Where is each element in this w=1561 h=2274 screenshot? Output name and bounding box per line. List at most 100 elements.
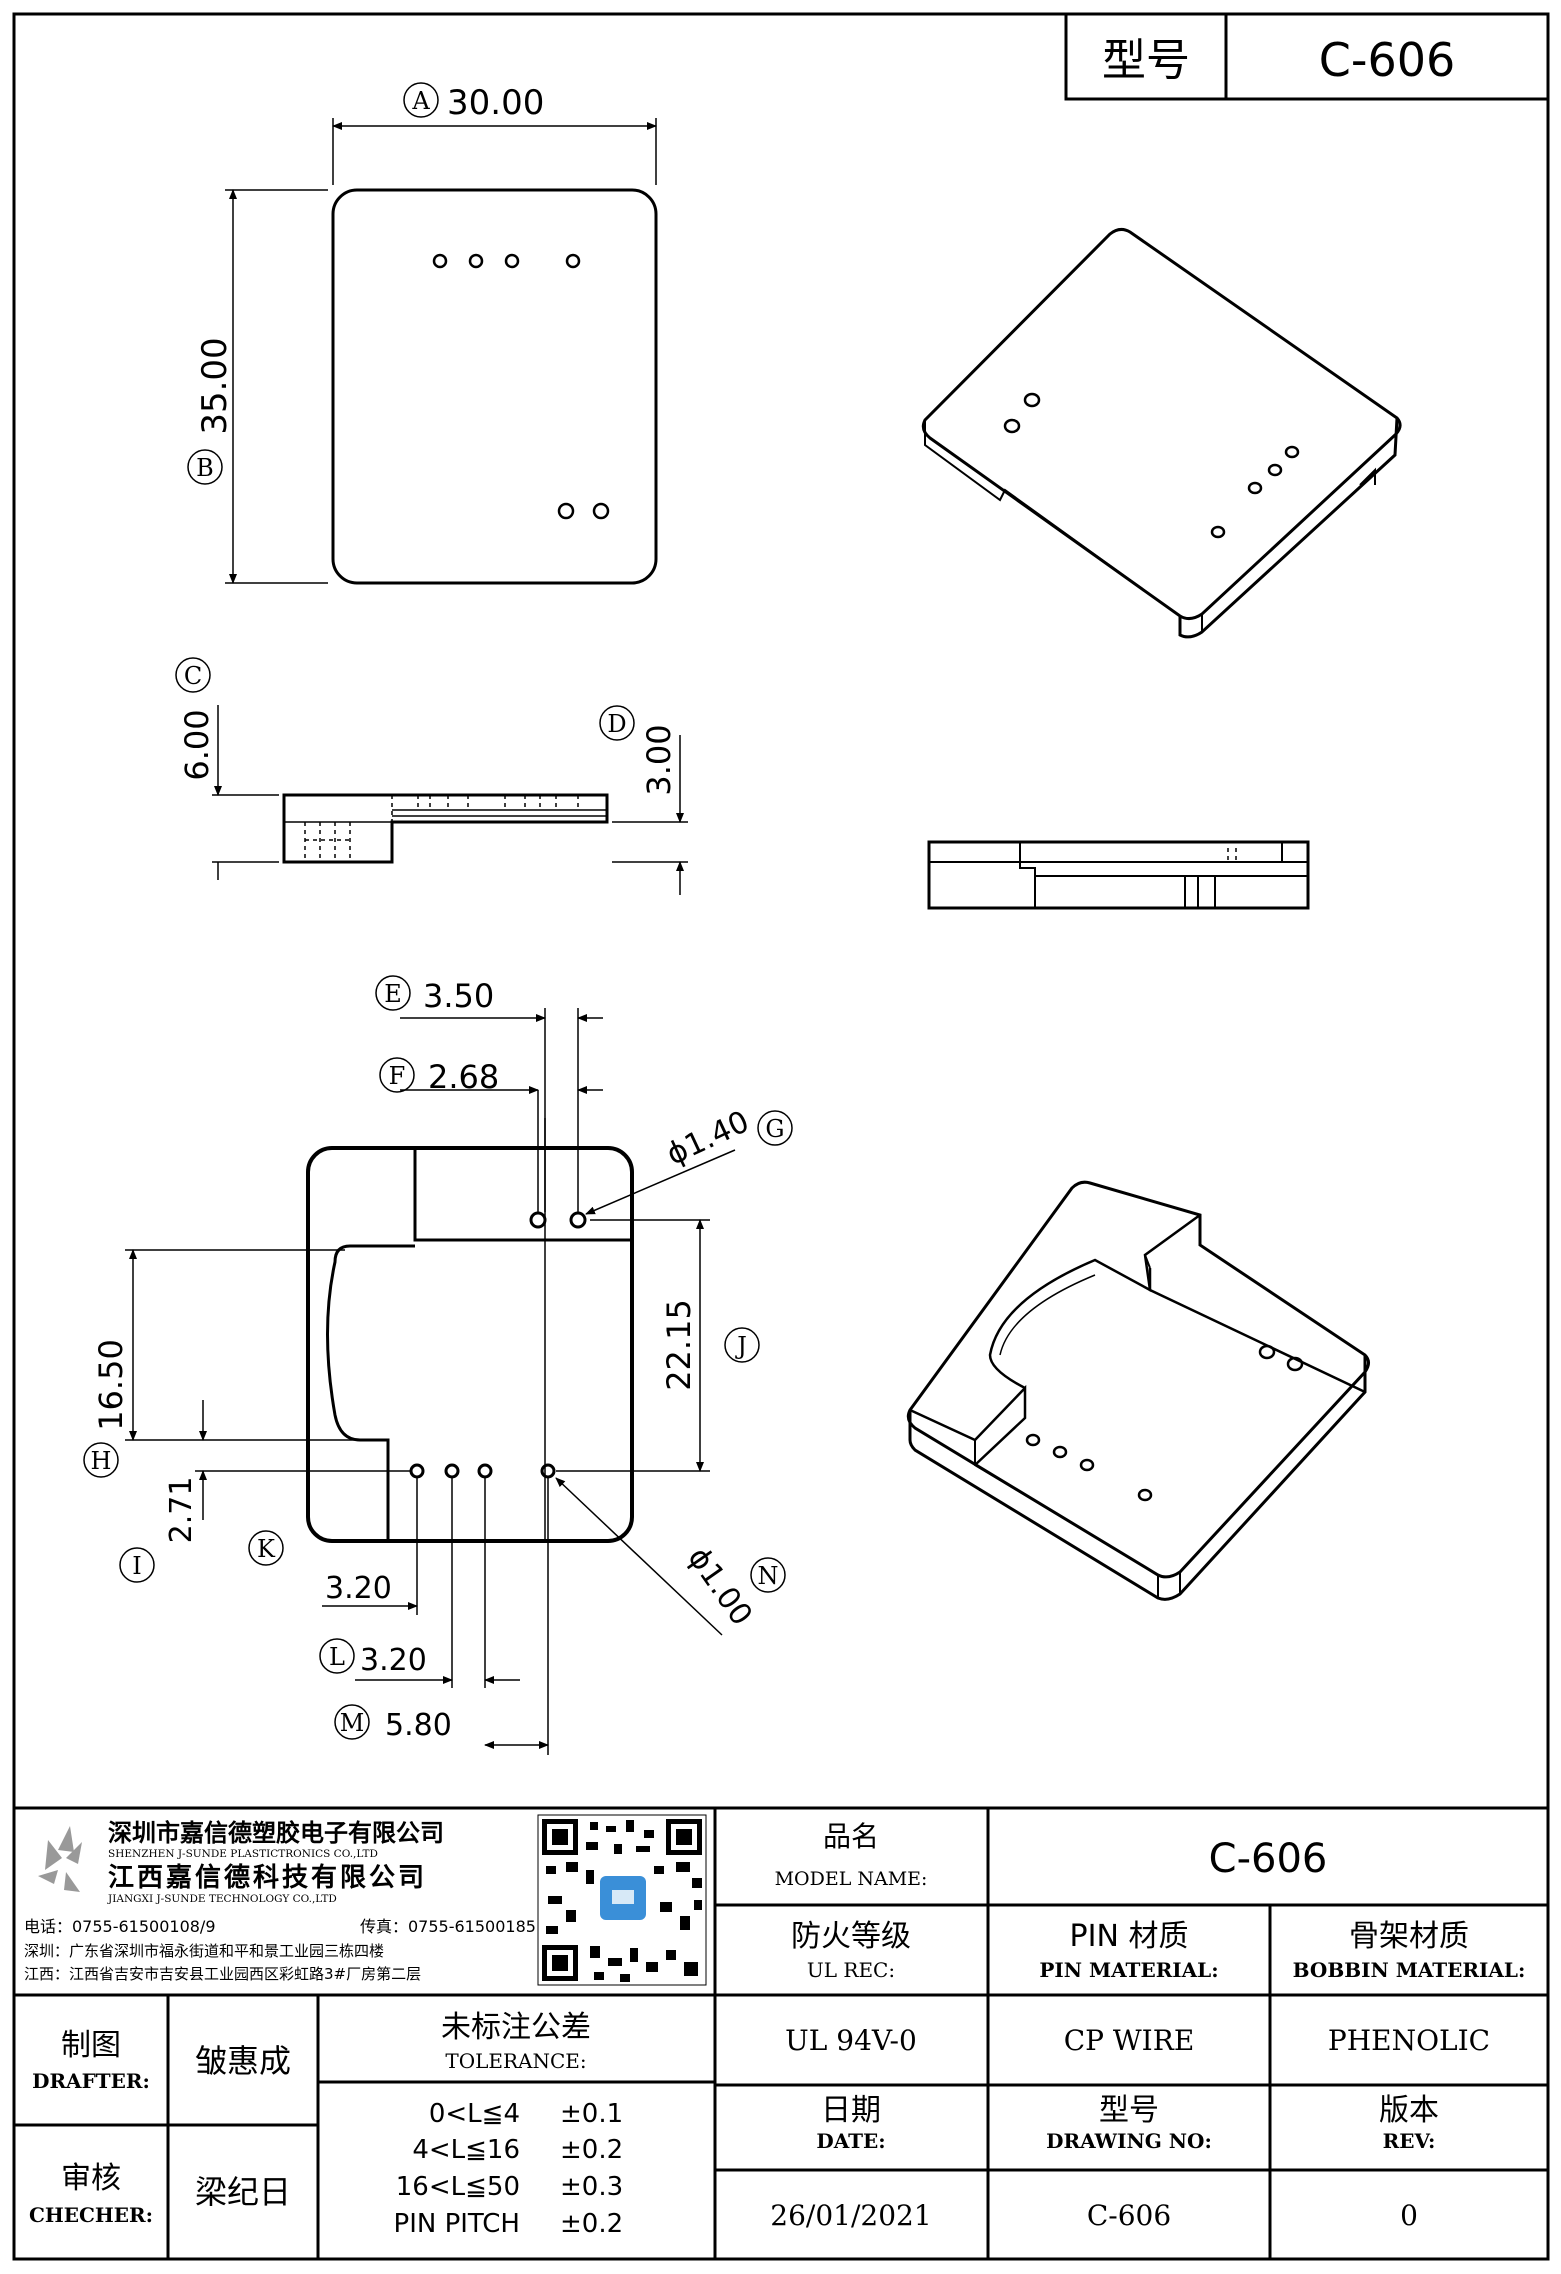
bobbin-value: PHENOLIC xyxy=(1328,2024,1490,2057)
company-fax: 传真：0755-61500185 xyxy=(360,1917,536,1936)
svg-text:3.00: 3.00 xyxy=(640,724,678,795)
side-view xyxy=(212,705,688,895)
iso-view-top xyxy=(921,227,1402,639)
date-label-cn: 日期 xyxy=(821,2093,881,2128)
sheet-border xyxy=(12,12,1550,2261)
dim-b: B 35.00 xyxy=(187,337,235,485)
svg-text:16.50: 16.50 xyxy=(92,1339,130,1431)
tolerance-range: 0<L≦4 xyxy=(429,2099,520,2129)
svg-text:3.20: 3.20 xyxy=(325,1571,392,1606)
svg-text:2.68: 2.68 xyxy=(428,1058,499,1096)
dim-c: C 6.00 xyxy=(175,657,216,781)
drawing-label-cn: 型号 xyxy=(1099,2093,1159,2128)
svg-text:2.71: 2.71 xyxy=(164,1477,199,1544)
dim-n: N ϕ1.00 xyxy=(681,1541,786,1632)
date-value: 26/01/2021 xyxy=(770,2199,931,2232)
model-name-label-en: MODEL NAME: xyxy=(775,1868,928,1890)
dim-m: M 5.80 xyxy=(334,1704,452,1743)
tolerance-range: 4<L≦16 xyxy=(412,2135,520,2165)
svg-text:G: G xyxy=(765,1115,784,1143)
company-logo xyxy=(38,1826,82,1892)
dim-a: A 30.00 xyxy=(403,82,544,123)
svg-text:22.15: 22.15 xyxy=(660,1299,698,1391)
drafter-label-en: DRAFTER: xyxy=(32,2069,150,2093)
dim-h: H 16.50 xyxy=(83,1339,130,1478)
company-name-cn-1: 深圳市嘉信德塑胶电子有限公司 xyxy=(108,1819,444,1847)
dim-e: E 3.50 xyxy=(375,975,494,1015)
tolerance-value: ±0.1 xyxy=(560,2099,623,2129)
ul-value: UL 94V-0 xyxy=(785,2024,917,2057)
qr-code xyxy=(537,1814,707,1986)
dim-i: I 2.71 xyxy=(119,1477,199,1583)
company-address-jx: 江西：江西省吉安市吉安县工业园西区彩虹路3#厂房第二层 xyxy=(24,1965,421,1983)
top-view xyxy=(225,118,658,585)
rev-value: 0 xyxy=(1400,2199,1418,2232)
drafter-name: 皱惠成 xyxy=(195,2042,291,2080)
checker-name: 梁纪日 xyxy=(195,2173,291,2211)
iso-view-bottom xyxy=(906,1180,1370,1601)
company-info: 深圳市嘉信德塑胶电子有限公司 SHENZHEN J-SUNDE PLASTICT… xyxy=(24,1819,536,1983)
svg-text:C: C xyxy=(184,662,202,690)
company-name-en-1: SHENZHEN J-SUNDE PLASTICTRONICS CO.,LTD xyxy=(108,1848,378,1860)
rev-label-cn: 版本 xyxy=(1379,2093,1439,2128)
svg-text:6.00: 6.00 xyxy=(178,709,216,780)
tolerance-table: 0<L≦4 ±0.1 4<L≦16 ±0.2 16<L≦50 ±0.3 PIN … xyxy=(394,2099,624,2239)
svg-text:35.00: 35.00 xyxy=(195,337,235,434)
pin-label-cn: PIN 材质 xyxy=(1070,1919,1189,1954)
tolerance-range: 16<L≦50 xyxy=(396,2172,520,2202)
model-name-value: C-606 xyxy=(1209,1836,1328,1882)
header-model-box: 型号 C-606 xyxy=(1064,12,1550,101)
drawing-value: C-606 xyxy=(1087,2199,1171,2232)
dim-k: K 3.20 xyxy=(248,1530,392,1606)
drafter-label-cn: 制图 xyxy=(61,2028,121,2063)
tolerance-value: ±0.3 xyxy=(560,2172,623,2202)
svg-text:3.20: 3.20 xyxy=(360,1643,427,1678)
svg-text:L: L xyxy=(329,1643,345,1671)
svg-text:J: J xyxy=(734,1332,747,1360)
company-address-sz: 深圳：广东省深圳市福永街道和平和景工业园三栋四楼 xyxy=(24,1942,384,1960)
drawing-label-en: DRAWING NO: xyxy=(1046,2129,1212,2153)
tolerance-label-en: TOLERANCE: xyxy=(445,2049,586,2073)
company-name-cn-2: 江西嘉信德科技有限公司 xyxy=(108,1863,427,1893)
svg-text:A: A xyxy=(411,87,430,115)
svg-text:K: K xyxy=(257,1535,276,1563)
bobbin-label-cn: 骨架材质 xyxy=(1349,1919,1469,1954)
date-label-en: DATE: xyxy=(816,2129,885,2153)
svg-text:M: M xyxy=(340,1709,365,1737)
bobbin-label-en: BOBBIN MATERIAL: xyxy=(1293,1958,1526,1982)
svg-text:B: B xyxy=(196,454,214,482)
pin-value: CP WIRE xyxy=(1064,2024,1195,2057)
dim-d: D 3.00 xyxy=(599,705,678,796)
model-name-label-cn: 品名 xyxy=(823,1820,879,1853)
svg-text:3.50: 3.50 xyxy=(423,977,494,1015)
header-model-label: 型号 xyxy=(1102,35,1190,86)
svg-text:D: D xyxy=(607,710,626,738)
front-view xyxy=(927,840,1310,910)
svg-text:H: H xyxy=(91,1447,112,1475)
svg-text:E: E xyxy=(384,980,402,1008)
tolerance-value: ±0.2 xyxy=(560,2135,623,2165)
tolerance-value: ±0.2 xyxy=(560,2209,623,2239)
svg-text:I: I xyxy=(132,1552,141,1580)
company-phone: 电话：0755-61500108/9 xyxy=(24,1917,216,1936)
company-name-en-2: JIANGXI J-SUNDE TECHNOLOGY CO.,LTD xyxy=(107,1893,337,1905)
dim-f: F 2.68 xyxy=(379,1057,499,1096)
dim-j: J 22.15 xyxy=(660,1299,760,1391)
checker-label-en: CHECHER: xyxy=(29,2203,153,2227)
svg-text:F: F xyxy=(389,1062,406,1090)
bottom-view xyxy=(125,1008,736,1755)
header-model-value: C-606 xyxy=(1319,33,1456,87)
svg-text:N: N xyxy=(758,1562,779,1590)
ul-label-en: UL REC: xyxy=(807,1958,895,1982)
svg-text:ϕ1.00: ϕ1.00 xyxy=(681,1541,759,1632)
rev-label-en: REV: xyxy=(1383,2129,1436,2153)
svg-text:30.00: 30.00 xyxy=(447,83,544,123)
checker-label-cn: 审核 xyxy=(61,2161,121,2196)
tolerance-label-cn: 未标注公差 xyxy=(441,2010,591,2045)
dim-l: L 3.20 xyxy=(319,1638,427,1678)
title-block xyxy=(14,1806,1548,2259)
svg-text:5.80: 5.80 xyxy=(385,1708,452,1743)
pin-label-en: PIN MATERIAL: xyxy=(1039,1958,1218,1982)
dim-g: G ϕ1.40 xyxy=(661,1104,793,1173)
